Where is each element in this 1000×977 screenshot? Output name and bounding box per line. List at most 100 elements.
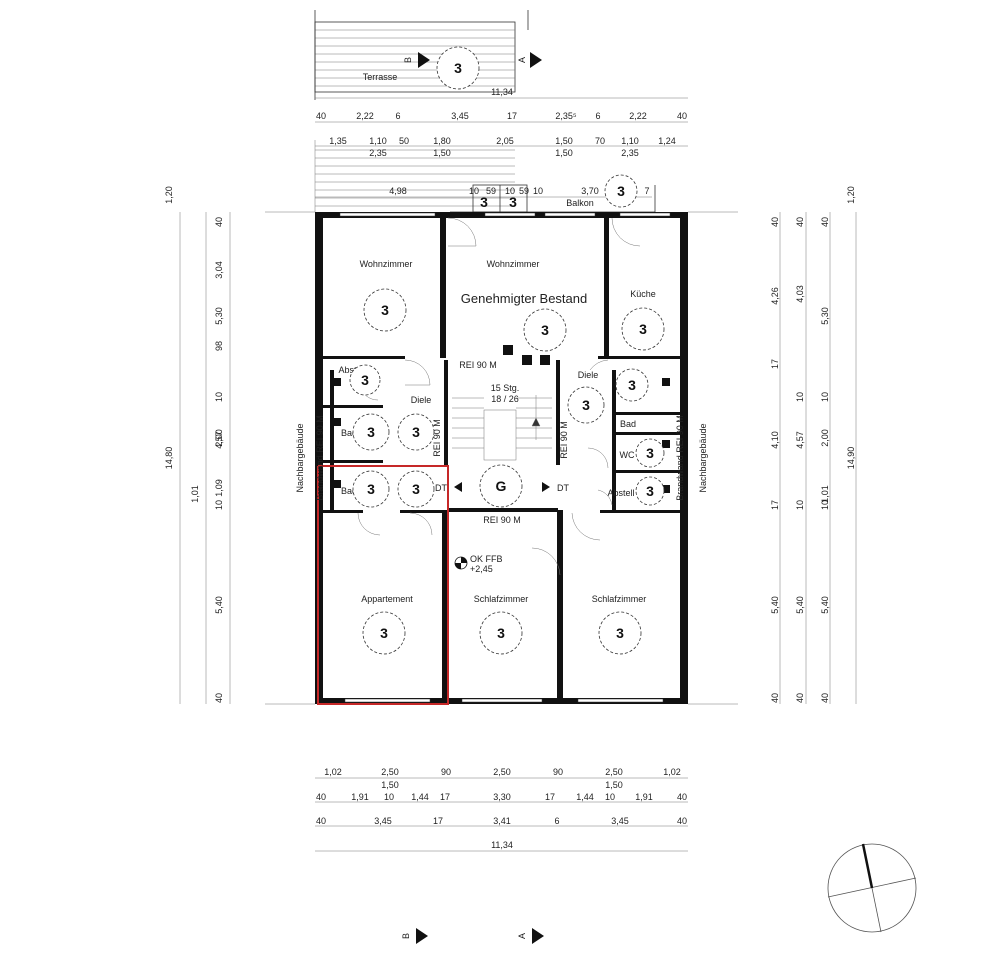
svg-text:2,00: 2,00 bbox=[820, 429, 830, 447]
nachbar-left-label: Nachbargebäude bbox=[295, 423, 305, 492]
section-marker-b-top: B bbox=[403, 52, 430, 68]
svg-text:1,01: 1,01 bbox=[190, 485, 200, 503]
svg-text:10: 10 bbox=[820, 392, 830, 402]
svg-text:40: 40 bbox=[677, 816, 687, 826]
section-label-a-bottom: A bbox=[517, 933, 527, 939]
svg-text:4,98: 4,98 bbox=[389, 186, 407, 196]
svg-text:5,40: 5,40 bbox=[770, 596, 780, 614]
svg-text:3,04: 3,04 bbox=[214, 261, 224, 279]
svg-text:3,30: 3,30 bbox=[493, 792, 511, 802]
dim-bottom-overall: 11,34 bbox=[491, 840, 513, 850]
svg-text:17: 17 bbox=[440, 792, 450, 802]
room-number-bad-left-lower: 3 bbox=[367, 481, 375, 497]
stair-marker-g: G bbox=[496, 478, 507, 494]
svg-text:5,40: 5,40 bbox=[214, 596, 224, 614]
svg-text:1,91: 1,91 bbox=[351, 792, 369, 802]
level-marker bbox=[454, 556, 468, 570]
svg-text:3,45: 3,45 bbox=[611, 816, 629, 826]
svg-text:1,91: 1,91 bbox=[635, 792, 653, 802]
dim-left-col-a: 40 5,30 10 2,00 10 5,40 40 bbox=[214, 217, 224, 703]
svg-text:5,40: 5,40 bbox=[795, 596, 805, 614]
dim-right-col-b: 40 4,03 10 4,57 10 5,40 40 bbox=[795, 217, 805, 703]
section-label-b-bottom: B bbox=[401, 933, 411, 939]
svg-text:1,50: 1,50 bbox=[605, 780, 623, 790]
building-walls bbox=[315, 212, 688, 704]
dim-right-outer: 1,20 14,90 bbox=[846, 186, 856, 469]
plan-title: Genehmigter Bestand bbox=[461, 291, 587, 306]
compass-icon bbox=[827, 843, 917, 933]
room-circle-terrasse bbox=[436, 46, 480, 90]
room-number-diele-right: 3 bbox=[582, 397, 590, 413]
dim-right-col-a: 40 5,30 10 2,00 10 5,40 40 bbox=[820, 217, 830, 703]
room-number-wohnzimmer-center: 3 bbox=[541, 322, 549, 338]
svg-text:10: 10 bbox=[533, 186, 543, 196]
section-marker-a-top: A bbox=[517, 52, 542, 68]
section-label-a-top: A bbox=[517, 57, 527, 63]
dim-left-outer: 1,20 14,80 bbox=[164, 186, 174, 469]
svg-text:2,05: 2,05 bbox=[496, 136, 514, 146]
svg-text:17: 17 bbox=[770, 359, 780, 369]
dt-left-label: DT bbox=[435, 483, 447, 493]
dim-balcony: 4,98 10 59 10 59 10 3,70 7 bbox=[389, 186, 649, 196]
svg-text:3,45: 3,45 bbox=[451, 111, 469, 121]
svg-text:3,45: 3,45 bbox=[374, 816, 392, 826]
svg-text:1,10: 1,10 bbox=[621, 136, 639, 146]
stairs-steps: 15 Stg. bbox=[491, 383, 520, 393]
section-marker-a-bottom: A bbox=[517, 928, 544, 944]
room-circle-flur-left bbox=[397, 470, 435, 508]
dim-left-col-c: 1,01 bbox=[190, 485, 200, 503]
room-number-schlafzimmer-right: 3 bbox=[616, 625, 624, 641]
room-label-terrasse: Terrasse bbox=[363, 72, 398, 82]
svg-text:3,70: 3,70 bbox=[581, 186, 599, 196]
dim-right-col-d: 1,01 bbox=[820, 485, 830, 503]
svg-text:1,02: 1,02 bbox=[663, 767, 681, 777]
room-number-flur-left: 3 bbox=[412, 481, 420, 497]
right-dimension-lines bbox=[779, 212, 857, 704]
svg-text:40: 40 bbox=[770, 217, 780, 227]
bottom-dimension-lines bbox=[315, 777, 688, 852]
room-label-bad-left-lower: Bad bbox=[341, 486, 357, 496]
svg-text:98: 98 bbox=[214, 341, 224, 351]
svg-text:59: 59 bbox=[519, 186, 529, 196]
svg-text:90: 90 bbox=[553, 767, 563, 777]
extension-lines bbox=[265, 211, 738, 705]
svg-text:1,24: 1,24 bbox=[658, 136, 676, 146]
room-circle-bad-left-lower bbox=[352, 470, 390, 508]
dim-top-row2: 1,35 1,10 50 1,80 2,05 1,50 70 1,10 1,24 bbox=[329, 136, 676, 146]
room-label-schlafzimmer-center: Schlafzimmer bbox=[474, 594, 529, 604]
room-number-wohnzimmer-left: 3 bbox=[381, 302, 389, 318]
svg-text:40: 40 bbox=[316, 111, 326, 121]
svg-text:5,40: 5,40 bbox=[820, 596, 830, 614]
svg-text:17: 17 bbox=[507, 111, 517, 121]
top-dimension-lines bbox=[315, 97, 688, 198]
svg-text:90: 90 bbox=[441, 767, 451, 777]
room-number-balcony-a: 3 bbox=[480, 194, 488, 210]
room-label-kueche: Küche bbox=[630, 289, 656, 299]
svg-text:7: 7 bbox=[644, 186, 649, 196]
room-label-abstell-left: Abstell bbox=[338, 365, 365, 375]
room-number-abstell-left: 3 bbox=[361, 372, 369, 388]
svg-text:40: 40 bbox=[214, 693, 224, 703]
svg-text:2,50: 2,50 bbox=[381, 767, 399, 777]
room-circle-diele-left bbox=[397, 413, 435, 451]
dim-top-row1: 40 2,22 6 3,45 17 2,35⁵ 6 2,22 40 bbox=[316, 111, 687, 121]
room-number-diele-left: 3 bbox=[412, 424, 420, 440]
svg-text:17: 17 bbox=[770, 500, 780, 510]
room-label-bad-right: Bad bbox=[620, 419, 636, 429]
level-label-2: +2,45 bbox=[470, 564, 493, 574]
room-label-diele-right: Diele bbox=[578, 370, 599, 380]
terrace-grid bbox=[314, 140, 515, 212]
room-circle-bad-left-upper bbox=[352, 413, 390, 451]
svg-text:2,35: 2,35 bbox=[621, 148, 639, 158]
room-label-schlafzimmer-right: Schlafzimmer bbox=[592, 594, 647, 604]
terrace-area bbox=[314, 10, 529, 100]
dim-bottom-row2: 40 1,91 10 1,44 17 3,30 17 1,44 10 1,91 … bbox=[316, 792, 687, 802]
brandwand-left-label: Brandwand REI 90 M bbox=[315, 415, 325, 501]
svg-text:59: 59 bbox=[486, 186, 496, 196]
svg-text:40: 40 bbox=[677, 111, 687, 121]
svg-text:40: 40 bbox=[316, 816, 326, 826]
room-number-bad-left-upper: 3 bbox=[367, 424, 375, 440]
room-label-balkon: Balkon bbox=[566, 198, 594, 208]
svg-text:10: 10 bbox=[214, 500, 224, 510]
